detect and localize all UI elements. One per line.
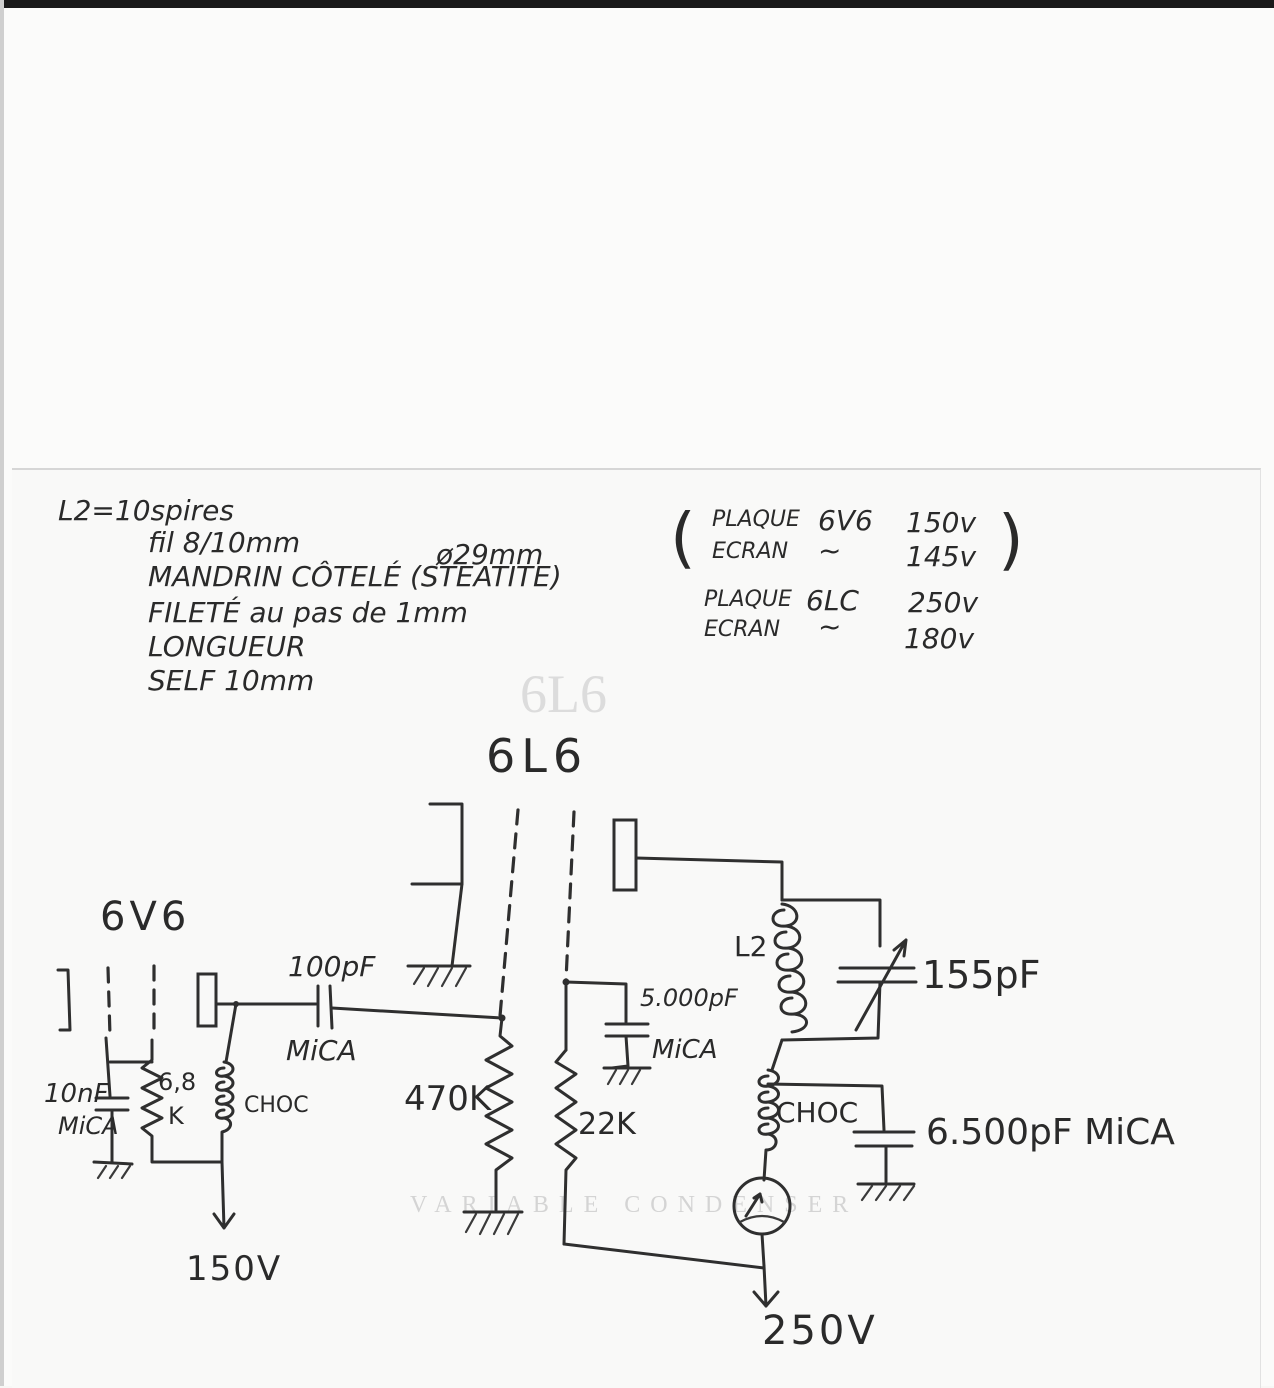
label-155pf: 155pF xyxy=(922,953,1041,997)
v-row3-label: PLAQUE xyxy=(704,587,792,612)
ghost-text-6l6: 6L6 xyxy=(520,664,607,724)
label-470k: 470K xyxy=(404,1079,493,1119)
label-l2: L2 xyxy=(734,930,767,963)
ground-5000pf xyxy=(602,1066,652,1086)
note-length: LONGUEUR xyxy=(148,630,306,663)
ground-6l6-cathode xyxy=(406,964,472,988)
label-22k: 22K xyxy=(578,1107,637,1142)
v-row1-label: PLAQUE xyxy=(712,507,800,532)
paper-sheet xyxy=(12,468,1261,1388)
v-row2-label: ECRAN xyxy=(712,539,788,564)
note-mandrel: MANDRIN CÔTELÉ (STEATITE) xyxy=(148,559,562,593)
tube-6v6-symbol xyxy=(56,964,218,1038)
variable-capacitor-155pf xyxy=(780,938,918,1042)
scan-left-edge xyxy=(0,0,4,1386)
label-100pf-mica: MiCA xyxy=(286,1034,357,1067)
ground-6500pf xyxy=(856,1182,916,1202)
6v6-anode xyxy=(196,972,218,1028)
choke-right xyxy=(757,1068,780,1182)
wire-l2-top-to-varcap xyxy=(780,898,882,948)
6v6-grid-1 xyxy=(106,966,112,1038)
resistor-22k xyxy=(554,1048,578,1246)
label-10nf: 10nF xyxy=(44,1079,110,1109)
ground-470k xyxy=(462,1210,524,1236)
ghost-text-line: VARIABLE CONDENSER xyxy=(410,1192,858,1218)
6l6-screen-grid xyxy=(564,810,576,982)
coil-notes: L2=10spires fil 8/10mm ø29mm MANDRIN CÔT… xyxy=(58,494,562,697)
paren-open: ( xyxy=(670,499,696,576)
label-6500pf: 6.500pF MiCA xyxy=(926,1112,1175,1153)
ground-10nf xyxy=(92,1160,134,1180)
label-10nf-mica: MiCA xyxy=(58,1112,119,1140)
resistor-470k xyxy=(484,1016,514,1212)
wire-to-5000pf xyxy=(564,980,628,1024)
6l6-cathode-lead xyxy=(450,882,464,968)
capacitor-10nf xyxy=(94,1036,130,1164)
v-row2-tube: ~ xyxy=(818,534,841,567)
voltage-table: ( PLAQUE 6V6 150v ECRAN ~ 145v ) PLAQUE … xyxy=(670,499,1024,655)
capacitor-6500pf xyxy=(852,1130,916,1184)
v-row3-tube: 6LC xyxy=(806,584,859,617)
wire-screen-to-supply xyxy=(562,1242,766,1270)
v-row4-tube: ~ xyxy=(818,610,841,643)
capacitor-5000pf xyxy=(604,1022,650,1070)
wire-plate-to-choke xyxy=(224,1002,238,1064)
capacitor-100pf xyxy=(316,984,334,1030)
label-5000pf: 5.000pF xyxy=(640,984,739,1012)
tube-6l6-symbol xyxy=(410,802,638,1018)
label-choc-right: CHOC xyxy=(776,1096,858,1129)
paren-close: ) xyxy=(998,501,1024,578)
note-l2-turns: L2=10spires xyxy=(58,494,234,527)
v-row4-label: ECRAN xyxy=(704,617,780,642)
choke-left xyxy=(215,1060,235,1164)
v-row1-value: 150v xyxy=(906,506,976,539)
wire-l2-to-choke xyxy=(770,1038,784,1072)
v-row1-tube: 6V6 xyxy=(818,504,873,537)
wire-to-6l6-grid xyxy=(330,1006,504,1020)
6l6-control-grid xyxy=(498,808,520,1018)
6l6-cathode xyxy=(410,802,464,886)
wire-to-bypass xyxy=(766,1082,886,1132)
6l6-anode xyxy=(612,818,638,892)
resistor-6k8 xyxy=(140,1038,224,1164)
coil-l2 xyxy=(771,902,808,1034)
note-wire-size: fil 8/10mm xyxy=(148,526,300,559)
wire-anode-to-l2 xyxy=(634,856,784,902)
scan-top-edge xyxy=(0,0,1274,8)
note-diameter: ø29mm xyxy=(435,538,543,571)
label-6k8-value: 6,8 xyxy=(158,1068,196,1096)
v-row2-value: 145v xyxy=(906,540,976,573)
arrow-250v xyxy=(752,1264,780,1308)
label-6k8-unit: K xyxy=(168,1102,185,1130)
v-row4-value: 180v xyxy=(904,622,974,655)
tube-label-6l6: 6L6 xyxy=(486,729,588,783)
label-5000pf-mica: MiCA xyxy=(652,1035,718,1065)
label-100pf: 100pF xyxy=(288,950,376,983)
arrow-150v xyxy=(212,1160,236,1230)
label-150v: 150V xyxy=(186,1249,282,1289)
label-250v: 250V xyxy=(762,1308,878,1354)
note-threaded: FILETÉ au pas de 1mm xyxy=(148,595,468,629)
tube-label-6v6: 6V6 xyxy=(100,894,190,940)
label-choc-left: CHOC xyxy=(244,1093,309,1118)
wire-meter-down xyxy=(760,1232,766,1268)
note-self-length: SELF 10mm xyxy=(148,664,314,697)
v-row3-value: 250v xyxy=(908,586,978,619)
6v6-cathode xyxy=(56,968,72,1032)
